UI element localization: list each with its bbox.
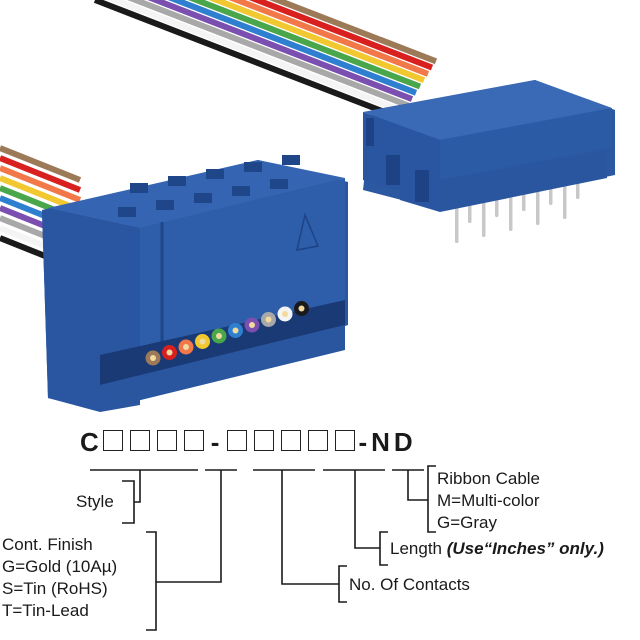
wire-conductor	[166, 349, 173, 356]
part-number-slot	[102, 429, 123, 451]
ribbon-wire	[248, 0, 434, 71]
socket-hole	[168, 176, 186, 186]
wire-conductor	[298, 305, 305, 312]
cont-finish-option: S=Tin (RoHS)	[2, 579, 108, 598]
ribbon-wire	[106, 0, 406, 115]
header-pin	[455, 205, 459, 243]
part-number-slot	[254, 429, 275, 451]
length-block: Length (Use“Inches” only.)	[390, 538, 604, 560]
ribbon-wire	[0, 155, 82, 193]
header-pin	[509, 193, 513, 231]
wire-ends	[145, 301, 309, 366]
wire-conductor	[282, 311, 288, 317]
part-number-template: C - -ND	[80, 426, 417, 458]
socket-connector	[42, 155, 348, 412]
wire-conductor	[183, 344, 189, 350]
ribbon-wire	[93, 0, 402, 121]
ribbon-cable-block: Ribbon Cable M=Multi-color G=Gray	[437, 468, 540, 534]
style-finish-boxes	[99, 427, 207, 458]
socket-hole	[282, 155, 300, 165]
pin-1-indicator-icon	[296, 212, 320, 251]
ribbon-wire	[167, 0, 418, 96]
ribbon-wire	[0, 145, 82, 183]
length-note: (Use“Inches” only.)	[446, 539, 604, 558]
part-number-slot	[308, 429, 329, 451]
socket-hole	[118, 207, 136, 217]
wire-conductor	[249, 322, 255, 328]
header-pin	[563, 181, 567, 219]
ribbon-wire	[269, 0, 438, 65]
socket-hole	[156, 200, 174, 210]
ribbon-wire	[147, 0, 414, 102]
wire-conductor	[199, 338, 206, 345]
ribbon-cable-assembly-illustration	[0, 0, 615, 412]
header-pin	[536, 187, 540, 225]
length-label: Length	[390, 539, 442, 558]
cont-finish-title: Cont. Finish	[2, 535, 93, 554]
part-number-slot	[335, 429, 356, 451]
wire-conductor	[150, 355, 156, 361]
header-pin	[482, 199, 486, 237]
ribbon-wire	[228, 0, 430, 77]
cont-finish-option: G=Gold (10Aµ)	[2, 557, 118, 576]
ribbon-wire	[127, 0, 410, 109]
part-number-slot	[281, 429, 302, 451]
style-label: Style	[76, 492, 114, 511]
wire-conductor	[216, 333, 222, 339]
socket-hole	[244, 162, 262, 172]
cont-finish-block: Cont. Finish G=Gold (10Aµ) S=Tin (RoHS) …	[2, 534, 117, 622]
socket-hole	[130, 183, 148, 193]
part-number-slot	[156, 429, 177, 451]
ribbon-wire	[188, 0, 422, 90]
socket-hole	[270, 179, 288, 189]
wire-conductor	[232, 327, 239, 334]
ribbon-cable-option: M=Multi-color	[437, 491, 540, 510]
ribbon-cable-top	[93, 0, 438, 121]
socket-hole	[194, 193, 212, 203]
contacts-length-cable-boxes	[223, 427, 358, 458]
part-number-slot	[129, 429, 150, 451]
part-number-slot	[227, 429, 248, 451]
part-suffix: -ND	[358, 426, 417, 457]
socket-hole	[232, 186, 250, 196]
part-separator: -	[210, 426, 220, 457]
socket-contact-holes	[118, 155, 300, 217]
part-number-slot	[183, 429, 204, 451]
socket-hole	[206, 169, 224, 179]
wire-conductor	[265, 316, 272, 323]
header-connector	[363, 80, 615, 243]
ribbon-wire	[0, 165, 82, 203]
cont-finish-option: T=Tin-Lead	[2, 601, 89, 620]
ribbon-wire	[208, 0, 426, 83]
ribbon-cable-option: G=Gray	[437, 513, 497, 532]
part-prefix: C	[80, 426, 99, 457]
no-of-contacts-label: No. Of Contacts	[349, 575, 470, 594]
ribbon-cable-title: Ribbon Cable	[437, 469, 541, 488]
